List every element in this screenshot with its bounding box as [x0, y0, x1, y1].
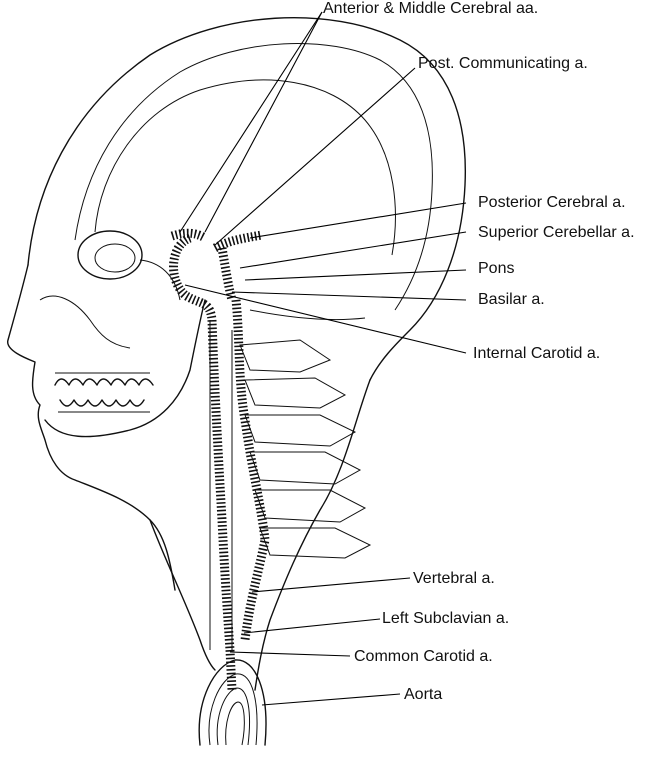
label-vertebral: Vertebral a.: [413, 570, 495, 587]
label-posterior-cerebral: Posterior Cerebral a.: [478, 194, 626, 211]
label-left-subclavian: Left Subclavian a.: [382, 610, 510, 627]
label-post-communicating: Post. Communicating a.: [418, 55, 588, 72]
eyeball: [94, 243, 136, 273]
label-basilar: Basilar a.: [478, 291, 545, 308]
teeth: [54, 372, 154, 413]
skull-outline: [27, 17, 467, 381]
common-carotid-artery: [225, 649, 237, 691]
face-profile: [7, 264, 176, 591]
posterior-cerebral-artery: [212, 230, 263, 253]
brain-outline: [94, 79, 396, 256]
label-pons: Pons: [478, 260, 515, 277]
label-anterior-middle-cerebral: Anterior & Middle Cerebral aa.: [323, 0, 539, 17]
basilar-artery: [217, 247, 237, 302]
internal-carotid-artery: [169, 233, 235, 651]
anterior-cerebral-artery: [170, 228, 208, 242]
vertebral-artery: [231, 299, 270, 641]
label-superior-cerebellar: Superior Cerebellar a.: [478, 224, 635, 241]
eye-orbit: [77, 230, 143, 280]
cervical-vertebrae: [239, 339, 372, 559]
mandible: [44, 299, 206, 438]
leader-lines: [179, 11, 467, 706]
aorta-arch: [198, 659, 267, 746]
label-aorta: Aorta: [404, 686, 443, 703]
label-common-carotid: Common Carotid a.: [354, 648, 493, 665]
skull-inner-outline: [74, 43, 433, 311]
neck-back: [254, 379, 371, 691]
neck-front: [149, 519, 216, 671]
occipital-ridge: [249, 309, 366, 321]
nasal-bone: [39, 295, 131, 349]
label-internal-carotid: Internal Carotid a.: [473, 345, 601, 362]
